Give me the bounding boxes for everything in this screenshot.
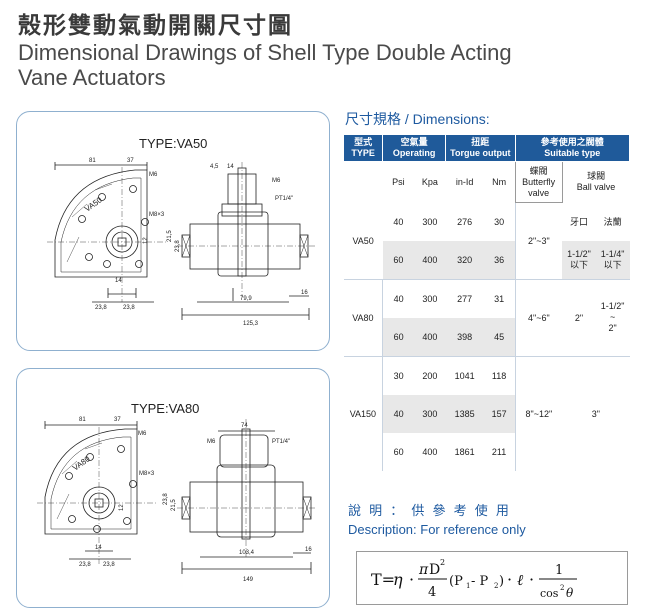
dim-4-5: 4,5 bbox=[210, 164, 219, 170]
cell-butterfly: 2"~3" bbox=[514, 202, 563, 279]
dim-23-8-front-a: 23,8 bbox=[95, 305, 107, 311]
formula-lhs: T= bbox=[371, 570, 395, 589]
dim-21-5: 21,5 bbox=[167, 230, 173, 242]
svg-text:2: 2 bbox=[494, 582, 498, 590]
sub-nm: Nm bbox=[492, 176, 507, 187]
svg-text:- P: - P bbox=[471, 574, 489, 589]
technical-drawing-va80: 81 37 M6 VA80 M8×3 14 12 23,8 23,8 74 M6… bbox=[37, 417, 317, 583]
label-m8x3: M8×3 bbox=[149, 212, 165, 218]
dim-74: 74 bbox=[241, 423, 248, 429]
drawing-card-va50: TYPE:VA50 bbox=[16, 111, 330, 351]
sub-kpa: Kpa bbox=[421, 176, 438, 187]
note-en: Description: For reference only bbox=[348, 522, 526, 537]
label-va50-cast: VA50 bbox=[83, 195, 104, 214]
dim-16: 16 bbox=[305, 547, 312, 553]
svg-text:2: 2 bbox=[440, 558, 445, 567]
sub-inlb: in-Id bbox=[455, 176, 474, 187]
dim-79-9: 79,9 bbox=[240, 296, 252, 302]
svg-text:1: 1 bbox=[466, 582, 470, 590]
label-va80-cast: VA80 bbox=[71, 454, 92, 473]
label-m6-front: M6 bbox=[149, 172, 158, 178]
dim-23-8-front-b: 23,8 bbox=[123, 305, 135, 311]
label-m6-front: M6 bbox=[138, 431, 147, 437]
dim-12: 12 bbox=[119, 504, 125, 511]
cell-butterfly: 8"~12" bbox=[514, 355, 563, 471]
dim-12: 12 bbox=[143, 237, 149, 244]
cell-type: VA80 bbox=[343, 278, 384, 356]
dim-37: 37 bbox=[114, 417, 121, 423]
cell-ball: 3" bbox=[562, 355, 630, 471]
cell-butterfly: 4"~6" bbox=[514, 278, 563, 356]
torque-formula: T= η · π D 2 4 (P 1 - P 2 ) · ℓ · 1 cos … bbox=[356, 551, 628, 605]
dim-37: 37 bbox=[127, 158, 134, 164]
dim-23-8-front-a: 23,8 bbox=[79, 562, 91, 568]
cell-ball2: 1-1/2"~2" bbox=[595, 278, 630, 356]
svg-text:D: D bbox=[429, 562, 440, 578]
dim-23-8-front-b: 23,8 bbox=[103, 562, 115, 568]
page-title-en: Dimensional Drawings of Shell Type Doubl… bbox=[18, 40, 512, 90]
dim-14-front: 14 bbox=[95, 545, 102, 551]
dim-103-4: 103,4 bbox=[239, 550, 255, 556]
svg-text:ℓ: ℓ bbox=[517, 571, 523, 589]
dimensions-heading: 尺寸規格 / Dimensions: bbox=[345, 111, 490, 127]
cell-ball1: 2" bbox=[562, 278, 596, 356]
label-pt-quarter: PT1/4" bbox=[272, 439, 290, 445]
svg-text:·: · bbox=[507, 570, 512, 589]
svg-text:1: 1 bbox=[555, 563, 563, 578]
note-zh: 說 明 ： 供 參 考 使 用 bbox=[348, 504, 511, 519]
label-m6-side: M6 bbox=[272, 178, 281, 184]
dim-14-front: 14 bbox=[115, 278, 122, 284]
dim-23-8-side: 23,8 bbox=[163, 493, 169, 505]
cell-type: VA50 bbox=[352, 235, 374, 246]
drawing-type-label: TYPE:VA80 bbox=[131, 401, 200, 416]
svg-text:): ) bbox=[499, 574, 504, 589]
drawing-type-label: TYPE:VA50 bbox=[139, 136, 208, 151]
technical-drawing-va50: 81 37 M6 VA50 M8×3 14 12 23,8 23,8 4,5 1… bbox=[47, 158, 317, 327]
svg-text:(P: (P bbox=[449, 574, 463, 589]
formula-eta: η bbox=[393, 570, 403, 589]
formula-pi: π bbox=[418, 562, 429, 578]
svg-text:·: · bbox=[409, 570, 414, 589]
dim-23-8-side: 23,8 bbox=[175, 240, 181, 252]
label-pt-quarter: PT1/4" bbox=[275, 196, 293, 202]
svg-text:4: 4 bbox=[428, 585, 436, 600]
cell-type: VA150 bbox=[343, 355, 384, 471]
label-m8x3: M8×3 bbox=[139, 471, 155, 477]
dim-125-3: 125,3 bbox=[243, 321, 259, 327]
dim-21-5: 21,5 bbox=[171, 499, 177, 511]
svg-text:2: 2 bbox=[560, 584, 564, 592]
sub-psi: Psi bbox=[392, 176, 405, 187]
dim-81: 81 bbox=[79, 417, 86, 423]
dim-16: 16 bbox=[301, 290, 308, 296]
drawing-card-va80: TYPE:VA80 bbox=[16, 368, 330, 608]
dim-149: 149 bbox=[243, 577, 254, 583]
svg-text:θ: θ bbox=[566, 586, 574, 600]
svg-text:cos: cos bbox=[540, 587, 559, 600]
svg-text:·: · bbox=[529, 570, 534, 589]
dim-14-side: 14 bbox=[227, 164, 234, 170]
label-m6-side: M6 bbox=[207, 439, 216, 445]
page-title-zh: 殼形雙動氣動開關尺寸圖 bbox=[18, 13, 293, 39]
dim-81: 81 bbox=[89, 158, 96, 164]
